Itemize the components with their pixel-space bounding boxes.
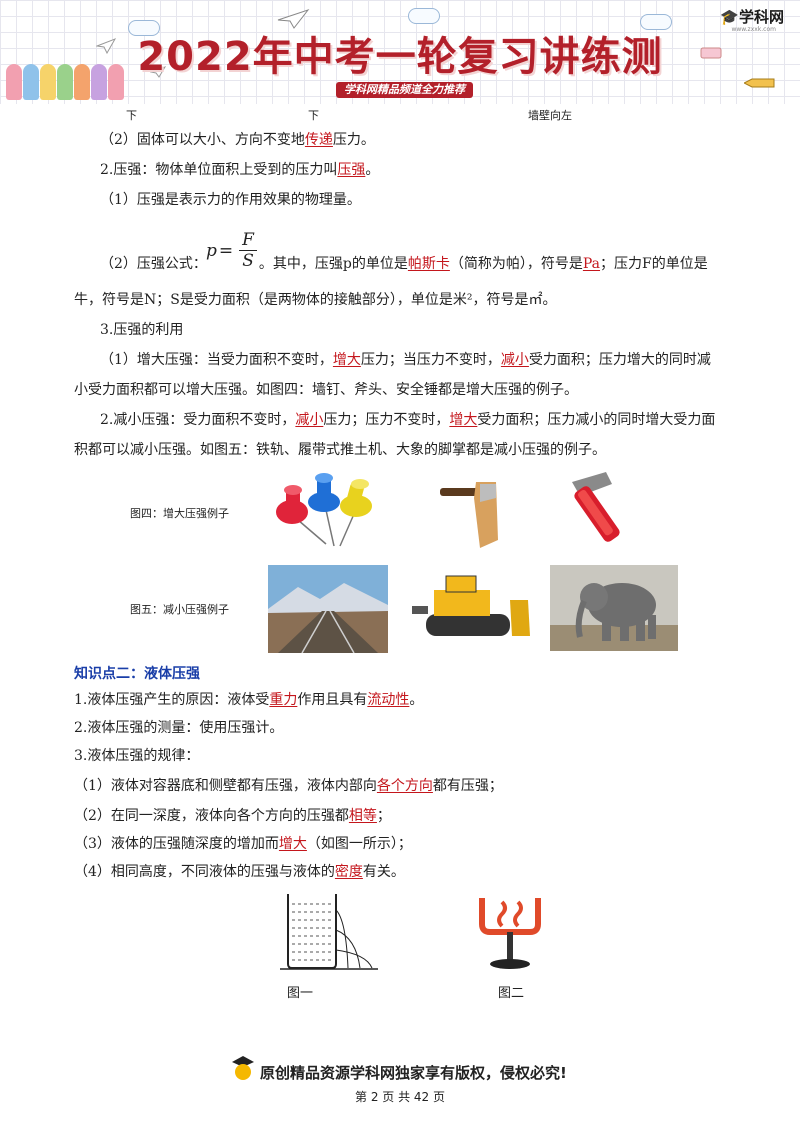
prev-figure-caption: 下 bbox=[126, 109, 137, 122]
figure-caption: 图一 bbox=[287, 986, 314, 1001]
liquid-container-diagram bbox=[280, 894, 378, 970]
paragraph: 3.液体压强的规律： bbox=[74, 748, 200, 764]
paragraph: 小受力面积都可以增大压强。如图四：墙钉、斧头、安全锤都是增大压强的例子。 bbox=[74, 382, 578, 398]
graduate-mascot-icon bbox=[232, 1056, 254, 1080]
paper-plane-icon bbox=[150, 66, 166, 78]
figure-caption: 图二 bbox=[498, 986, 525, 1001]
site-logo[interactable]: 🎓学科网 bbox=[720, 6, 784, 27]
paragraph: 2.液体压强的测量：使用压强计。 bbox=[74, 720, 284, 736]
page-number: 第 2 页 共 42 页 bbox=[355, 1090, 445, 1104]
paper-plane-icon bbox=[277, 9, 310, 29]
answer-blank: Pa bbox=[582, 256, 601, 272]
answer-blank: 增大 bbox=[449, 412, 478, 428]
cloud-icon bbox=[408, 8, 440, 24]
answer-blank: 减小 bbox=[500, 352, 529, 368]
pressure-gauge-diagram bbox=[479, 898, 541, 969]
answer-blank: 各个方向 bbox=[376, 778, 433, 794]
safety-hammer-image bbox=[572, 472, 620, 542]
answer-blank: 增大 bbox=[278, 836, 307, 852]
answer-blank: 密度 bbox=[334, 864, 363, 880]
figure-caption: 图四：增大压强例子 bbox=[130, 507, 229, 520]
cartoon-children-illustration bbox=[6, 60, 126, 100]
elephant-image bbox=[550, 565, 678, 651]
copyright-slogan: 原创精品资源学科网独家享有版权，侵权必究! bbox=[260, 1064, 567, 1082]
answer-blank: 增大 bbox=[332, 352, 361, 368]
logo-url: www.zxxk.com bbox=[731, 26, 776, 33]
logo-text: 学科网 bbox=[738, 8, 784, 26]
paragraph: 1.液体压强产生的原因：液体受重力作用且具有流动性。 bbox=[74, 692, 424, 708]
paragraph: 2.压强：物体单位面积上受到的压力叫压强。 bbox=[100, 162, 380, 178]
railway-track-image bbox=[268, 565, 388, 653]
answer-blank: 压强 bbox=[337, 162, 366, 178]
paragraph: （4）相同高度，不同液体的压强与液体的密度有关。 bbox=[74, 864, 405, 880]
banner-subtitle: 学科网精品频道全力推荐 bbox=[336, 82, 473, 98]
paragraph: 积都可以减小压强。如图五：铁轨、履带式推土机、大象的脚掌都是减小压强的例子。 bbox=[74, 442, 606, 458]
prev-figure-caption: 墙壁向左 bbox=[528, 109, 572, 122]
axe-image bbox=[440, 482, 498, 548]
eraser-icon bbox=[700, 47, 722, 59]
paragraph: 2.减小压强：受力面积不变时，减小压力；压力不变时，增大受力面积；压力减小的同时… bbox=[100, 412, 716, 428]
answer-blank: 减小 bbox=[295, 412, 324, 428]
push-pins-image bbox=[276, 473, 372, 547]
paragraph: （3）液体的压强随深度的增加而增大（如图一所示）； bbox=[74, 836, 412, 852]
graduate-cap-icon: 🎓 bbox=[720, 8, 739, 26]
paper-plane-icon bbox=[96, 38, 116, 54]
cloud-icon bbox=[128, 20, 160, 36]
answer-blank: 相等 bbox=[348, 808, 377, 824]
paragraph: 3.压强的利用 bbox=[100, 322, 184, 338]
header-banner: 2022年中考一轮复习讲练测 学科网精品频道全力推荐 🎓学科网 www.zxxk… bbox=[0, 0, 800, 104]
answer-blank: 重力 bbox=[269, 692, 298, 708]
paragraph: （2）在同一深度，液体向各个方向的压强都相等； bbox=[74, 808, 391, 824]
answer-blank: 流动性 bbox=[367, 692, 410, 708]
banner-title: 2022年中考一轮复习讲练测 bbox=[137, 34, 663, 80]
bulldozer-image bbox=[412, 575, 530, 636]
paragraph: 牛，符号是N；S是受力面积（是两物体的接触部分），单位是米²，符号是㎡。 bbox=[74, 292, 557, 308]
cloud-icon bbox=[640, 14, 672, 30]
answer-blank: 传递 bbox=[304, 132, 333, 148]
paragraph: （2）压强公式：。其中，压强p的单位是帕斯卡（简称为帕），符号是Pa；压力F的单… bbox=[100, 256, 708, 272]
section-title: 知识点二：液体压强 bbox=[74, 666, 200, 682]
prev-figure-caption: 下 bbox=[308, 109, 319, 122]
paragraph: （2）固体可以大小、方向不变地传递压力。 bbox=[100, 132, 375, 148]
paragraph: （1）液体对容器底和侧壁都有压强，液体内部向各个方向都有压强； bbox=[74, 778, 503, 794]
paragraph: （1）压强是表示力的作用效果的物理量。 bbox=[100, 192, 361, 208]
paragraph: （1）增大压强：当受力面积不变时，增大压力；当压力不变时，减小受力面积；压力增大… bbox=[100, 352, 711, 368]
pencil-icon bbox=[744, 78, 775, 88]
figure-caption: 图五：减小压强例子 bbox=[130, 603, 229, 616]
answer-blank: 帕斯卡 bbox=[407, 256, 450, 272]
